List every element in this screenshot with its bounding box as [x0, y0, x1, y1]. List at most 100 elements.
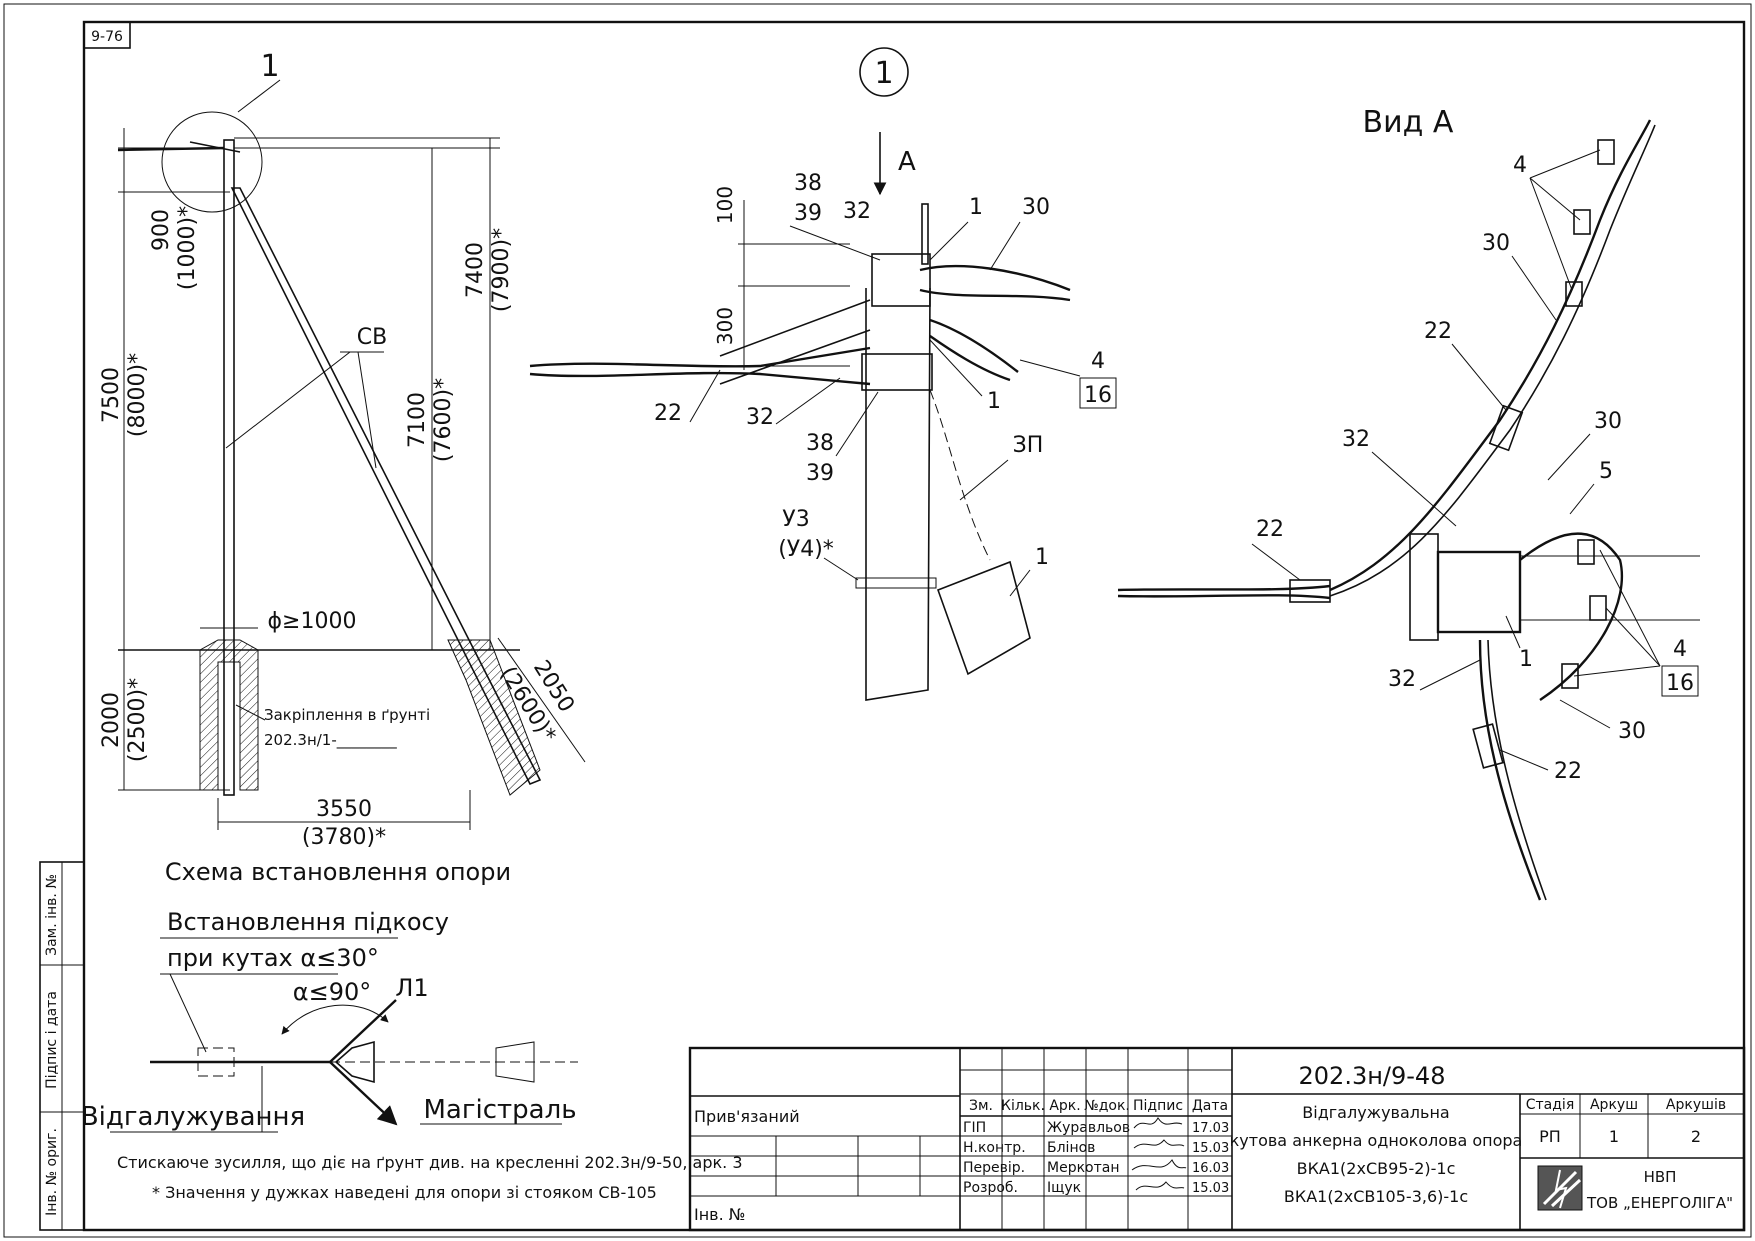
view-a-title: Вид А [1363, 105, 1454, 140]
va-label-5: 5 [1599, 459, 1613, 484]
d1-label-1c: 1 [1035, 545, 1049, 570]
company-logo [1537, 1165, 1583, 1211]
stage-label: Стадія [1526, 1097, 1575, 1113]
hdr-zm: Зм. [969, 1098, 993, 1114]
sheets-label: Аркушів [1666, 1097, 1726, 1113]
row-2-date: 15.03 [1192, 1141, 1229, 1156]
d1-label-32b: 32 [746, 405, 774, 430]
va-label-22b: 22 [1256, 517, 1284, 542]
detail-1: 1 А 100 300 38 39 32 1 [529, 47, 1117, 701]
row-1-name: Журавльов [1047, 1120, 1130, 1136]
scheme-caption: Схема встановлення опори [165, 858, 511, 886]
brace-branch-label: Відгалужування [81, 1102, 305, 1132]
d1-label-30a: 30 [1022, 195, 1050, 220]
dim-2000: 2000 [99, 692, 124, 748]
va-label-30c: 30 [1618, 719, 1646, 744]
brace-main-label: Магістраль [423, 1095, 576, 1125]
stage-value: РП [1539, 1127, 1561, 1146]
d1-label-u3: У3 [782, 507, 809, 532]
side-sign-label: Підпис і дата [44, 991, 60, 1089]
note-1: Стискаюче зусилля, що діє на ґрунт див. … [117, 1153, 743, 1172]
row-3-name: Меркотан [1047, 1160, 1120, 1176]
brace-angle: α≤90° [293, 978, 371, 1006]
dim-3550-alt: (3780)* [302, 825, 386, 850]
dim-3550: 3550 [316, 797, 372, 822]
hdr-date: Дата [1192, 1098, 1228, 1114]
dim-7500-alt: (8000)* [125, 353, 150, 437]
d1-label-4a: 4 [1091, 349, 1105, 374]
view-arrow-label: А [898, 147, 916, 177]
side-inv-label: Інв. № ориг. [44, 1128, 60, 1216]
sheet-value: 1 [1609, 1127, 1619, 1146]
dim-900: 900 [149, 209, 174, 251]
dim-diameter: ϕ≥1000 [268, 609, 357, 634]
sheet-label: Аркуш [1590, 1097, 1638, 1113]
va-label-22c: 22 [1554, 759, 1582, 784]
hdr-sheet: Арк. [1049, 1098, 1080, 1114]
d1-label-1a: 1 [969, 195, 983, 220]
doc-code: 202.3н/9-48 [1299, 1062, 1446, 1090]
dim-900-alt: (1000)* [175, 206, 200, 290]
strut [230, 187, 542, 786]
va-label-22a: 22 [1424, 319, 1452, 344]
detail-circle [161, 111, 263, 213]
desc-line2: кутова анкерна одноколова опора [1230, 1131, 1523, 1150]
attached-label: Прив'язаний [694, 1107, 800, 1126]
dim-300: 300 [713, 307, 737, 345]
org-line1: НВП [1644, 1168, 1677, 1186]
hdr-doc: №док. [1084, 1098, 1130, 1114]
strut-label: СВ [357, 325, 387, 350]
desc-line3: ВКА1(2хСВ95-2)-1с [1297, 1159, 1456, 1178]
dim-7400-alt: (7900)* [489, 228, 514, 312]
va-label-4a: 4 [1513, 153, 1527, 178]
view-a-box [1436, 550, 1522, 634]
dim-7400: 7400 [463, 242, 488, 298]
brace-line-label: Л1 [395, 974, 428, 1002]
desc-line1: Відгалужувальна [1302, 1103, 1449, 1122]
va-label-30a: 30 [1482, 231, 1510, 256]
d1-label-32a: 32 [843, 199, 871, 224]
brace-title: Встановлення підкосу [167, 908, 449, 936]
row-1-role: ГІП [963, 1120, 986, 1136]
va-label-32b: 32 [1388, 667, 1416, 692]
dim-7500: 7500 [99, 367, 124, 423]
ground-fix-line1: Закріплення в ґрунті [264, 706, 430, 724]
sheets-value: 2 [1691, 1127, 1701, 1146]
row-3-role: Перевір. [963, 1160, 1025, 1176]
row-2-name: Блінов [1047, 1140, 1095, 1156]
sheet-frame: 9-76 [3, 3, 1752, 1238]
brace-subtitle: при кутах α≤30° [167, 944, 379, 972]
org-line2: ТОВ „ЕНЕРГОЛІГА" [1586, 1194, 1733, 1212]
dim-7100-alt: (7600)* [431, 378, 456, 462]
va-label-32a: 32 [1342, 427, 1370, 452]
pole-pit [199, 639, 259, 791]
note-2: * Значення у дужках наведені для опори з… [152, 1183, 657, 1202]
pole [223, 139, 235, 796]
view-a: Вид А 4 30 22 32 [1117, 105, 1700, 901]
strut-pit [447, 639, 541, 796]
dim-100: 100 [713, 186, 737, 224]
detail-pole [865, 287, 931, 701]
d1-label-22a: 22 [654, 401, 682, 426]
d1-label-1b: 1 [987, 389, 1001, 414]
detail-1-number: 1 [874, 56, 893, 91]
va-label-4b: 4 [1673, 637, 1687, 662]
row-2-role: Н.контр. [963, 1140, 1026, 1156]
d1-label-u4: (У4)* [778, 537, 834, 562]
row-1-date: 17.03 [1192, 1121, 1229, 1136]
side-zam-label: Зам. інв. № [44, 874, 60, 956]
d1-label-38b: 38 [806, 431, 834, 456]
desc-line4: ВКА1(2хСВ105-3,6)-1с [1284, 1187, 1468, 1206]
d1-label-39a: 39 [794, 201, 822, 226]
hdr-sign: Підпис [1133, 1098, 1183, 1114]
pole-installation-scheme: 1 900 (1000)* 7500 (8000)* 2000 (2500)* … [99, 49, 586, 886]
d1-label-16a: 16 [1084, 383, 1112, 408]
ground-fix-line2: 202.3н/1-________ [264, 731, 397, 750]
signatures [1131, 1117, 1187, 1191]
dim-2000-alt: (2500)* [125, 678, 150, 762]
inv-no-label: Інв. № [694, 1205, 745, 1224]
row-4-name: Іщук [1047, 1180, 1081, 1196]
va-label-1: 1 [1519, 647, 1533, 672]
detail-box [936, 560, 1031, 676]
